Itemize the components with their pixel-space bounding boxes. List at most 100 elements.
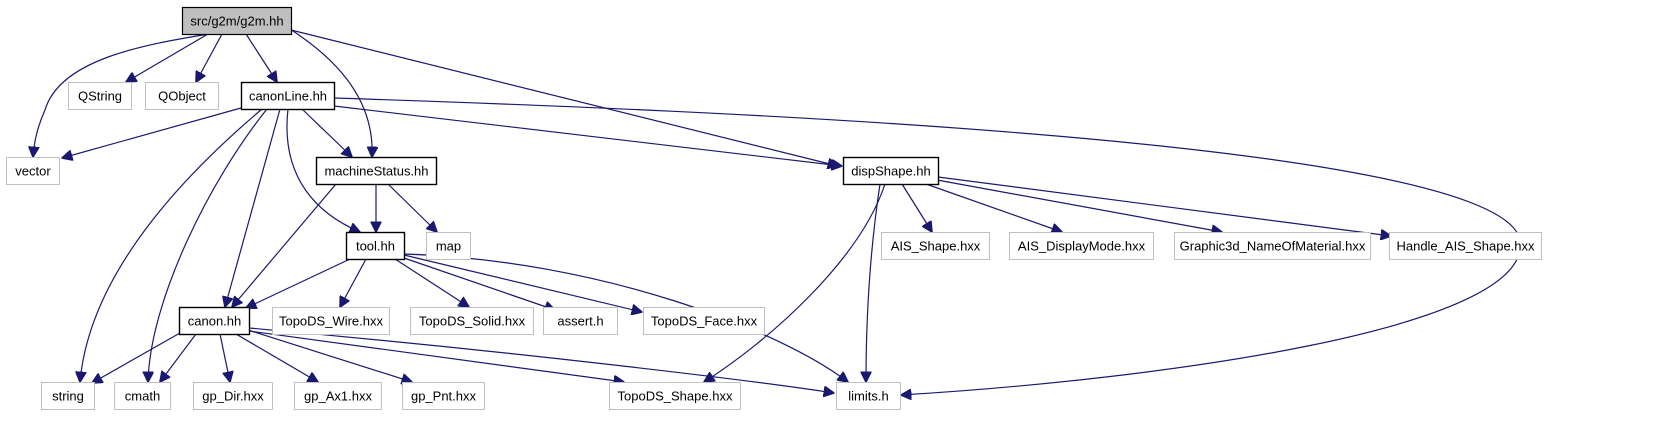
edge-dispshape-hh-to-handle-ais-shape-hxx: [937, 176, 1391, 236]
node-box: [1389, 232, 1542, 260]
edge-canon-hh-to-cmath: [160, 333, 197, 382]
edge-canon-hh-to-topods-shape-hxx: [248, 330, 624, 382]
edge-canon-hh-to-gp-ax1-hxx: [235, 333, 318, 382]
edge-canonline-hh-to-vector: [62, 107, 242, 158]
edge-canonline-hh-to-dispshape-hh: [333, 105, 842, 166]
node-label: QObject: [158, 89, 206, 104]
edge-src-g2m-g2m-hh-to-qstring: [126, 33, 209, 82]
node-qobject: QObject: [145, 82, 219, 110]
node-box: [178, 306, 251, 336]
edge-tool-hh-to-assert-h: [403, 257, 555, 310]
node-label: cmath: [125, 389, 160, 404]
edge-src-g2m-g2m-hh-to-qobject: [196, 33, 223, 82]
node-map: map: [426, 232, 471, 260]
node-qstring: QString: [68, 82, 132, 110]
node-topods-face-hxx: TopoDS_Face.hxx: [643, 307, 765, 335]
node-box: [272, 307, 390, 335]
node-string: string: [41, 382, 95, 410]
node-box: [240, 81, 336, 111]
node-label: Graphic3d_NameOfMaterial.hxx: [1180, 239, 1366, 254]
node-box: [609, 382, 741, 410]
node-label: TopoDS_Shape.hxx: [618, 389, 733, 404]
node-label: map: [436, 239, 461, 254]
node-box: [881, 232, 990, 260]
node-box: [345, 231, 406, 261]
edge-canonline-hh-to-canon-hh: [225, 108, 281, 307]
node-label: TopoDS_Face.hxx: [651, 314, 758, 329]
node-box: [41, 382, 95, 410]
edge-dispshape-hh-to-ais-displaymode-hxx: [925, 183, 1062, 232]
node-label: string: [52, 389, 84, 404]
node-box: [410, 307, 534, 335]
edge-tool-hh-to-canon-hh: [246, 258, 351, 308]
node-box: [68, 82, 132, 110]
node-label: TopoDS_Wire.hxx: [279, 314, 384, 329]
node-canonline-hh[interactable]: canonLine.hh: [240, 81, 336, 111]
node-cmath: cmath: [114, 382, 171, 410]
node-ais-displaymode-hxx: AIS_DisplayMode.hxx: [1009, 232, 1154, 260]
edge-canonline-hh-to-limits-h: [333, 97, 1521, 395]
node-label: QString: [78, 89, 122, 104]
node-label: Handle_AIS_Shape.hxx: [1396, 239, 1535, 254]
node-topods-shape-hxx: TopoDS_Shape.hxx: [609, 382, 741, 410]
node-tool-hh[interactable]: tool.hh: [345, 231, 406, 261]
node-box: [181, 6, 293, 36]
node-label: vector: [15, 164, 51, 179]
node-box: [193, 382, 273, 410]
node-src-g2m-g2m-hh[interactable]: src/g2m/g2m.hh: [181, 6, 293, 36]
node-label: tool.hh: [356, 239, 395, 254]
node-box: [114, 382, 171, 410]
node-box: [836, 382, 901, 410]
edge-tool-hh-to-topods-solid-hxx: [394, 258, 469, 307]
edge-tool-hh-to-topods-wire-hxx: [340, 258, 367, 307]
edge-canon-hh-to-string: [92, 332, 181, 383]
node-assert-h: assert.h: [543, 307, 618, 335]
node-label: assert.h: [557, 314, 603, 329]
node-canon-hh[interactable]: canon.hh: [178, 306, 251, 336]
node-label: limits.h: [848, 389, 888, 404]
node-topods-wire-hxx: TopoDS_Wire.hxx: [272, 307, 390, 335]
edge-dispshape-hh-to-topods-shape-hxx: [704, 183, 886, 382]
edge-dispshape-hh-to-graphic3d-nameofmaterial-hxx: [936, 179, 1222, 232]
edge-dispshape-hh-to-ais-shape-hxx: [901, 183, 932, 232]
edge-canon-hh-to-gp-pnt-hxx: [247, 329, 412, 382]
node-label: dispShape.hh: [851, 164, 931, 179]
edge-tool-hh-to-topods-face-hxx: [403, 254, 642, 312]
edge-src-g2m-g2m-hh-to-dispshape-hh: [290, 29, 838, 166]
edge-canonline-hh-to-tool-hh: [286, 108, 360, 232]
node-machinestatus-hh[interactable]: machineStatus.hh: [315, 156, 438, 186]
node-label: TopoDS_Solid.hxx: [419, 314, 526, 329]
node-box: [402, 382, 485, 410]
node-box: [842, 156, 940, 186]
node-ais-shape-hxx: AIS_Shape.hxx: [881, 232, 990, 260]
node-limits-h: limits.h: [836, 382, 901, 410]
node-vector: vector: [6, 157, 60, 185]
edge-src-g2m-g2m-hh-to-machinestatus-hh: [289, 28, 372, 157]
node-label: machineStatus.hh: [324, 164, 428, 179]
edge-canonline-hh-to-string: [80, 108, 263, 382]
node-dispshape-hh[interactable]: dispShape.hh: [842, 156, 940, 186]
edge-canon-hh-to-limits-h: [248, 327, 834, 393]
node-label: AIS_DisplayMode.hxx: [1018, 239, 1146, 254]
node-topods-solid-hxx: TopoDS_Solid.hxx: [410, 307, 534, 335]
edge-src-g2m-g2m-hh-to-vector: [33, 32, 216, 157]
edges-layer: [33, 28, 1521, 395]
node-label: gp_Pnt.hxx: [411, 389, 477, 404]
node-box: [643, 307, 765, 335]
node-box: [294, 382, 382, 410]
edge-canonline-hh-to-machinestatus-hh: [301, 108, 352, 157]
node-label: canonLine.hh: [249, 89, 327, 104]
node-box: [543, 307, 618, 335]
node-gp-ax1-hxx: gp_Ax1.hxx: [294, 382, 382, 410]
edge-machinestatus-hh-to-map: [387, 183, 437, 232]
edge-machinestatus-hh-to-canon-hh: [232, 183, 337, 307]
node-handle-ais-shape-hxx: Handle_AIS_Shape.hxx: [1389, 232, 1542, 260]
edge-tool-hh-to-limits-h: [403, 253, 848, 382]
node-box: [6, 157, 60, 185]
node-gp-dir-hxx: gp_Dir.hxx: [193, 382, 273, 410]
node-label: canon.hh: [188, 314, 242, 329]
node-box: [315, 156, 438, 186]
edge-canonline-hh-to-cmath: [148, 108, 268, 382]
